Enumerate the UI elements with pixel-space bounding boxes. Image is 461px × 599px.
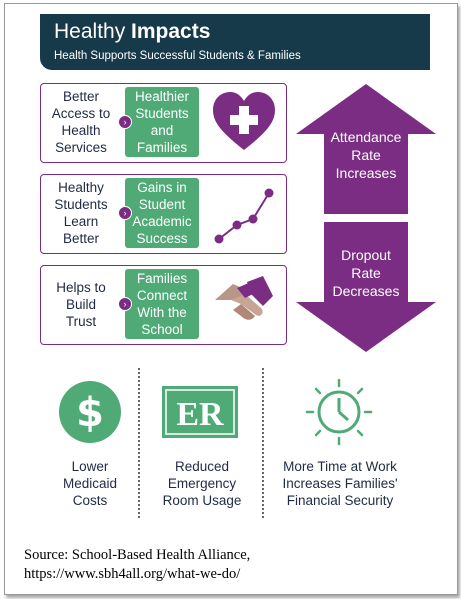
clock-icon	[305, 378, 373, 446]
er-sign-icon: ER	[162, 386, 238, 438]
header-title: Healthy Impacts	[54, 20, 211, 43]
heart-medical-cross-icon	[213, 92, 275, 150]
header-subtitle: Health Supports Successful Students & Fa…	[54, 50, 301, 62]
header-banner: Healthy Impacts Health Supports Successf…	[40, 14, 430, 70]
dotted-divider	[262, 368, 264, 518]
svg-text:$: $	[76, 390, 104, 436]
handshake-icon	[215, 276, 273, 320]
arrow-connector-icon: ›	[118, 297, 132, 311]
arrow-connector-icon: ›	[118, 115, 132, 129]
dotted-divider	[138, 368, 140, 518]
arrow-connector-icon: ›	[118, 206, 132, 220]
dollar-coin-icon: $	[59, 381, 121, 443]
source-citation: Source: School-Based Health Alliance,htt…	[24, 547, 251, 582]
rising-line-graph-icon	[214, 188, 274, 244]
svg-text:ER: ER	[176, 396, 224, 433]
